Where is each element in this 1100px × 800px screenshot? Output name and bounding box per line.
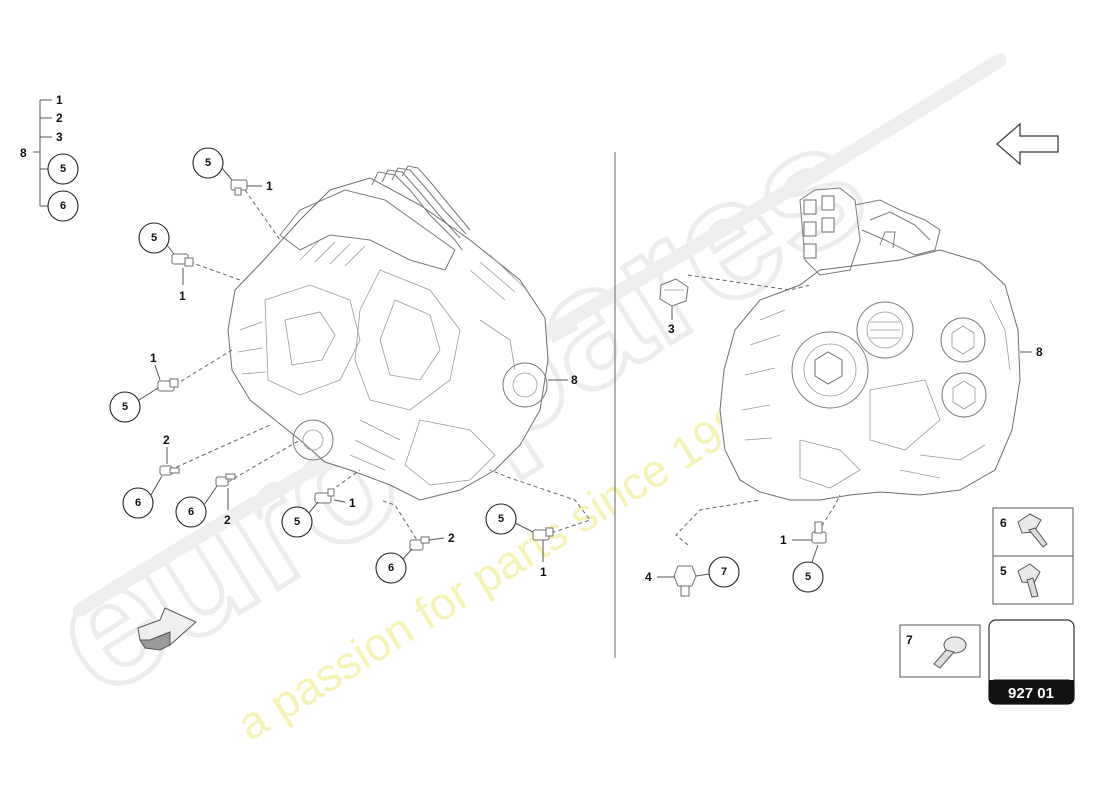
callout-right-5-num: 5: [805, 571, 811, 583]
label-p1-mid: 1: [150, 351, 157, 365]
bolt-6-icon: [1017, 513, 1048, 548]
callout-right5-num: 5: [498, 513, 504, 525]
legend-item-2: 2: [56, 111, 63, 125]
legend-root-label: 8: [20, 146, 27, 160]
label-p2-a: 2: [163, 433, 170, 447]
callout-7-num: 7: [721, 566, 727, 578]
fastener-box-5-label: 5: [1000, 564, 1007, 578]
fastener-box-7: 7: [899, 624, 981, 678]
legend-callout-6: [47, 190, 79, 222]
label-right-assembly: 8: [1036, 345, 1043, 359]
screw-part-2-a: [159, 465, 180, 476]
left-leaders: [169, 189, 591, 546]
callout-low5: [281, 506, 313, 538]
sensor-part-1-top: [230, 179, 248, 196]
reference-number: 927 01: [1008, 685, 1054, 702]
fastener-box-7-label: 7: [906, 633, 913, 647]
label-part4: 4: [645, 570, 652, 584]
callout-top: [192, 147, 224, 179]
sensor-part-1-mid: [157, 378, 179, 392]
sensor-part-1-upper: [171, 253, 194, 267]
label-p2-low: 2: [448, 531, 455, 545]
left-labels: 1 1 1 2 2 1 2 1 8: [150, 179, 578, 579]
callout-6b: [175, 496, 207, 528]
callout-right5: [485, 503, 517, 535]
fastener-box-6-label: 6: [1000, 516, 1007, 530]
view-direction-arrow-3d: [137, 607, 197, 651]
legend-item-3: 3: [56, 130, 63, 144]
callout-upper-num: 5: [151, 232, 157, 244]
right-transmission-drawing: [719, 187, 1021, 501]
callout-right-5: [792, 561, 824, 593]
left-transmission-drawing: [227, 165, 549, 501]
label-part3: 3: [668, 322, 675, 336]
legend-item-6: 6: [60, 200, 66, 212]
screw-part-2-b: [215, 473, 236, 487]
fastener-box-5: 5: [992, 555, 1074, 605]
fastener-box-6: 6: [992, 507, 1074, 557]
bolt-7-icon: [933, 636, 967, 669]
callout-7: [708, 556, 740, 588]
callout-6a-num: 6: [135, 497, 141, 509]
bolt-5-icon: [1017, 563, 1041, 598]
sensor-part-3: [659, 278, 689, 307]
callout-top-num: 5: [205, 157, 211, 169]
sensor-part-1-right: [532, 527, 554, 541]
callout-upper: [138, 222, 170, 254]
label-p1-low: 1: [349, 496, 356, 510]
right-labels: 3 8 1 4: [645, 306, 1043, 584]
legend-callout-5: [47, 153, 79, 185]
sensor-part-1-low: [314, 488, 335, 504]
callout-mid-num: 5: [122, 401, 128, 413]
callout-low5-num: 5: [294, 516, 300, 528]
view-direction-arrow: [996, 122, 1059, 166]
label-p2-b: 2: [224, 513, 231, 527]
reference-plate: 927 01: [988, 619, 1075, 705]
legend-item-5: 5: [60, 163, 66, 175]
callout-6b-num: 6: [188, 506, 194, 518]
screw-part-2-low: [409, 536, 430, 551]
label-left-assembly: 8: [571, 373, 578, 387]
callout-low6: [375, 552, 407, 584]
label-p1-top: 1: [266, 179, 273, 193]
legend-tree: 8 1 2 3 5 6: [20, 93, 79, 222]
left-small-parts: [157, 179, 554, 551]
callout-6a: [122, 487, 154, 519]
label-part1-right: 1: [780, 533, 787, 547]
sensor-part-1-right-view: [811, 521, 827, 544]
label-p1-upper: 1: [179, 289, 186, 303]
legend-item-1: 1: [56, 93, 63, 107]
callout-mid: [109, 391, 141, 423]
label-p1-right: 1: [540, 565, 547, 579]
right-leaders: [675, 274, 841, 546]
right-callouts: 7 5: [695, 544, 824, 593]
sensor-part-4: [673, 565, 697, 597]
right-small-parts: [659, 278, 827, 597]
callout-low6-num: 6: [388, 562, 394, 574]
left-callouts: 5 5 5 6 6 5 6 5: [109, 147, 534, 584]
